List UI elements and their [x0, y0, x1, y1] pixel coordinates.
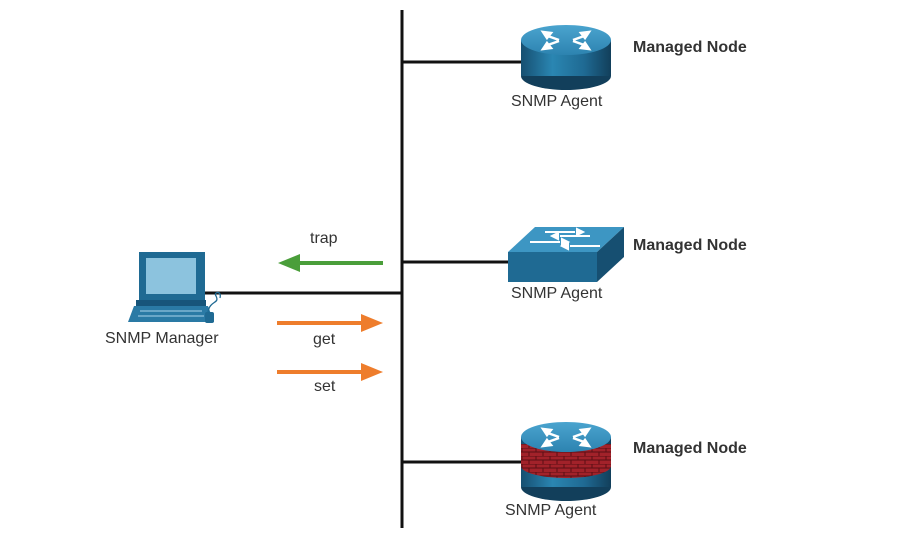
managed-node-label-3: Managed Node — [633, 440, 747, 457]
trap-label: trap — [310, 230, 338, 247]
router-icon — [521, 25, 611, 90]
switch-icon — [508, 227, 624, 282]
agent-label-1: SNMP Agent — [511, 93, 603, 110]
set-arrow — [277, 363, 383, 381]
get-label: get — [313, 331, 336, 348]
get-arrow — [277, 314, 383, 332]
set-label: set — [314, 378, 336, 395]
agent-label-2: SNMP Agent — [511, 285, 603, 302]
managed-node-label-1: Managed Node — [633, 39, 747, 56]
managed-node-label-2: Managed Node — [633, 237, 747, 254]
agent-label-3: SNMP Agent — [505, 502, 597, 519]
pc-icon — [128, 252, 221, 323]
firewall-router-icon — [521, 422, 611, 501]
trap-arrow — [278, 254, 383, 272]
manager-label: SNMP Manager — [105, 330, 219, 347]
